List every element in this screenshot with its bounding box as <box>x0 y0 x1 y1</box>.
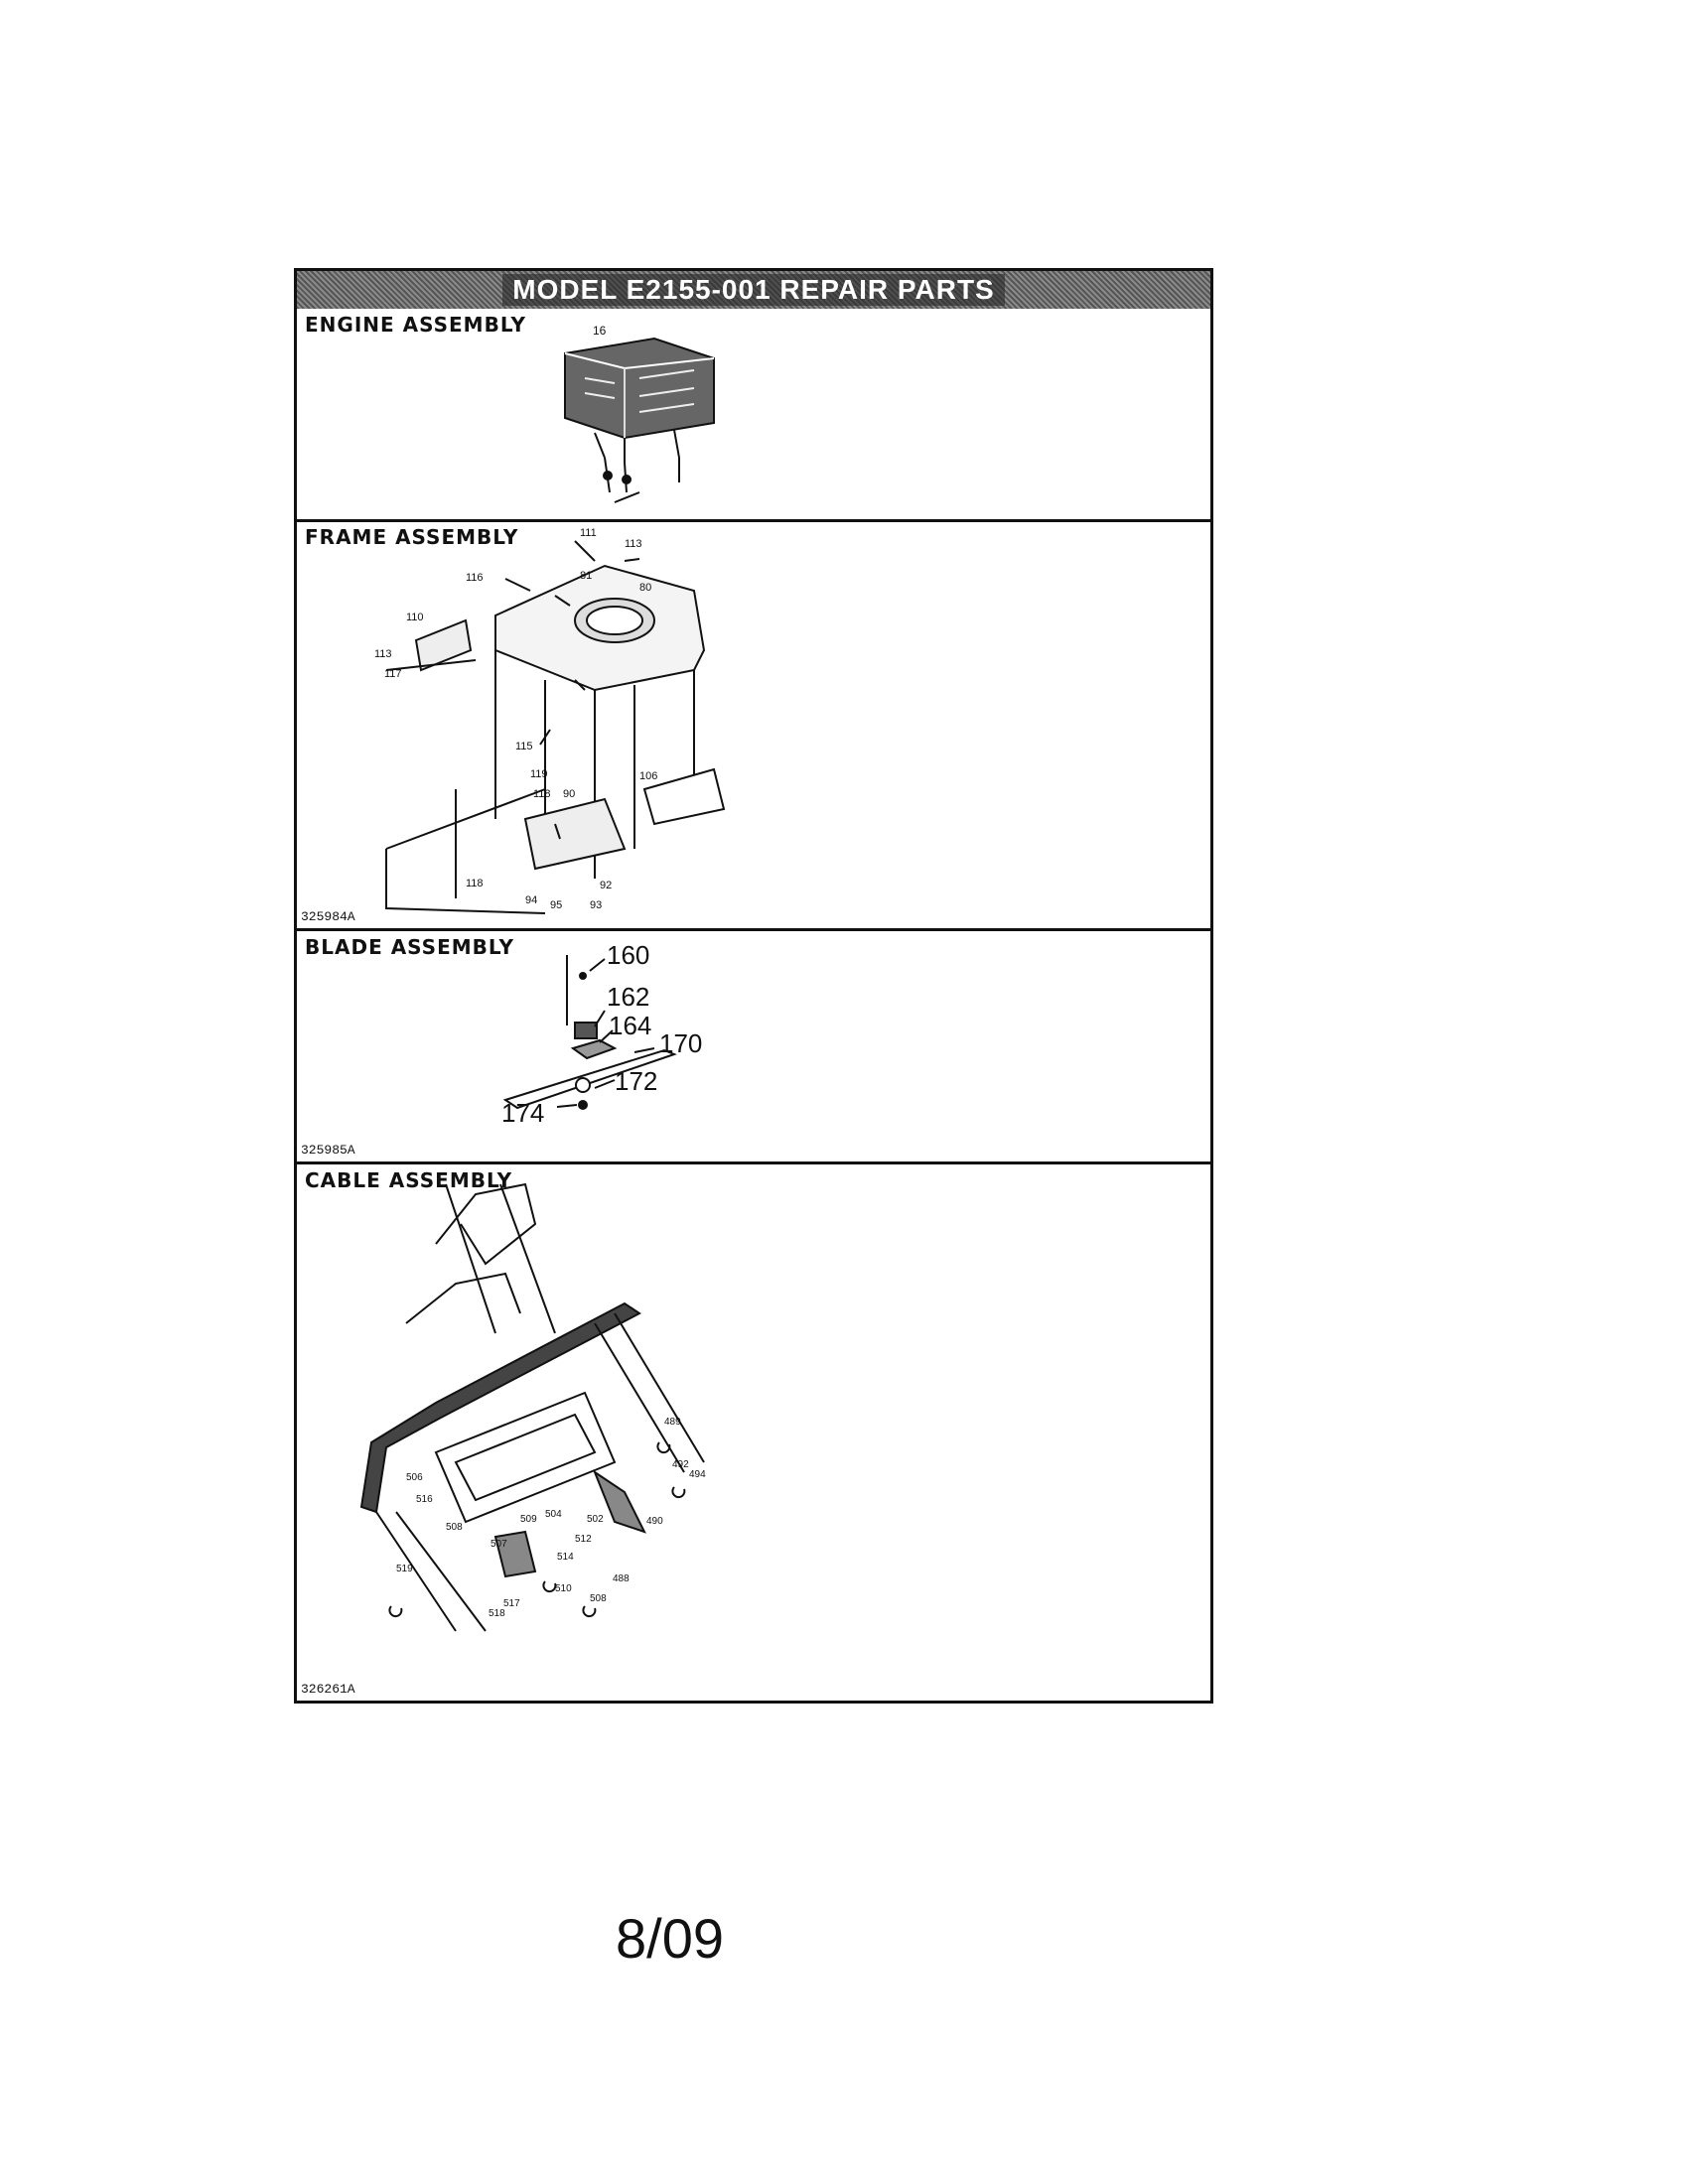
page-title: MODEL E2155-001 REPAIR PARTS <box>502 274 1005 306</box>
blade-diagram: 160 162 164 170 172 174 <box>501 940 702 1128</box>
section-title: FRAME ASSEMBLY <box>305 525 519 549</box>
callout: 494 <box>689 1469 706 1480</box>
parts-sheet: MODEL E2155-001 REPAIR PARTS ENGINE ASSE… <box>294 268 1213 1704</box>
callout: 113 <box>625 538 642 550</box>
callout: 492 <box>672 1459 689 1470</box>
callout: 519 <box>396 1564 413 1574</box>
section-title: CABLE ASSEMBLY <box>305 1168 513 1192</box>
callout: 517 <box>503 1598 520 1609</box>
callout: 106 <box>639 770 657 782</box>
callout: 164 <box>609 1011 651 1040</box>
section-title: BLADE ASSEMBLY <box>305 935 515 959</box>
callout: 115 <box>515 741 533 752</box>
blade-assembly-section: BLADE ASSEMBLY 325985A 160 162 164 170 1… <box>297 931 1210 1164</box>
callout: 508 <box>446 1522 463 1533</box>
callout: 174 <box>501 1098 544 1128</box>
page-number: 8/09 <box>616 1907 724 1970</box>
callout: 92 <box>600 880 612 891</box>
callout: 117 <box>384 668 402 680</box>
figure-code: 325984A <box>301 909 355 924</box>
callout: 80 <box>639 582 651 594</box>
frame-assembly-section: FRAME ASSEMBLY 325984A <box>297 521 1210 931</box>
callout: 119 <box>530 768 548 780</box>
callout: 504 <box>545 1509 562 1520</box>
callout: 509 <box>520 1514 537 1525</box>
figure-code: 326261A <box>301 1682 355 1697</box>
callout: 488 <box>613 1573 630 1584</box>
callout: 162 <box>607 982 649 1012</box>
callout: 507 <box>491 1539 507 1550</box>
callout: 516 <box>416 1494 433 1505</box>
callout: 118 <box>466 878 484 889</box>
callout: 502 <box>587 1514 604 1525</box>
callout: 490 <box>646 1516 663 1527</box>
cable-assembly-section: CABLE ASSEMBLY 326261A <box>297 1164 1210 1701</box>
callout: 93 <box>590 899 602 911</box>
callout: 514 <box>557 1552 574 1563</box>
engine-assembly-section: ENGINE ASSEMBLY 16 <box>297 309 1210 522</box>
section-title: ENGINE ASSEMBLY <box>305 313 526 337</box>
callout-16: 16 <box>593 324 607 338</box>
callout: 506 <box>406 1472 423 1483</box>
title-banner: MODEL E2155-001 REPAIR PARTS <box>297 271 1210 309</box>
engine-diagram: 16 <box>564 324 715 503</box>
callout: 110 <box>406 612 424 623</box>
figure-code: 325985A <box>301 1143 355 1158</box>
callout: 489 <box>664 1417 681 1428</box>
callout: 81 <box>580 570 592 582</box>
callout: 172 <box>615 1066 657 1096</box>
callout: 508 <box>590 1593 607 1604</box>
frame-diagram: 111 113 116 81 80 110 113 117 115 119 11… <box>374 527 726 914</box>
callout: 170 <box>659 1028 702 1058</box>
callout: 160 <box>607 940 649 970</box>
callout: 90 <box>563 788 575 800</box>
callout: 95 <box>550 899 562 911</box>
callout: 512 <box>575 1534 592 1545</box>
cable-diagram: 489 492 494 490 506 508 504 502 516 509 … <box>359 1182 706 1632</box>
callout: 116 <box>466 572 484 584</box>
callout: 111 <box>580 527 597 539</box>
callout: 94 <box>525 894 537 906</box>
callout: 510 <box>555 1583 572 1594</box>
callout: 518 <box>489 1608 505 1619</box>
callout: 113 <box>374 648 392 660</box>
callout: 118 <box>533 788 551 800</box>
